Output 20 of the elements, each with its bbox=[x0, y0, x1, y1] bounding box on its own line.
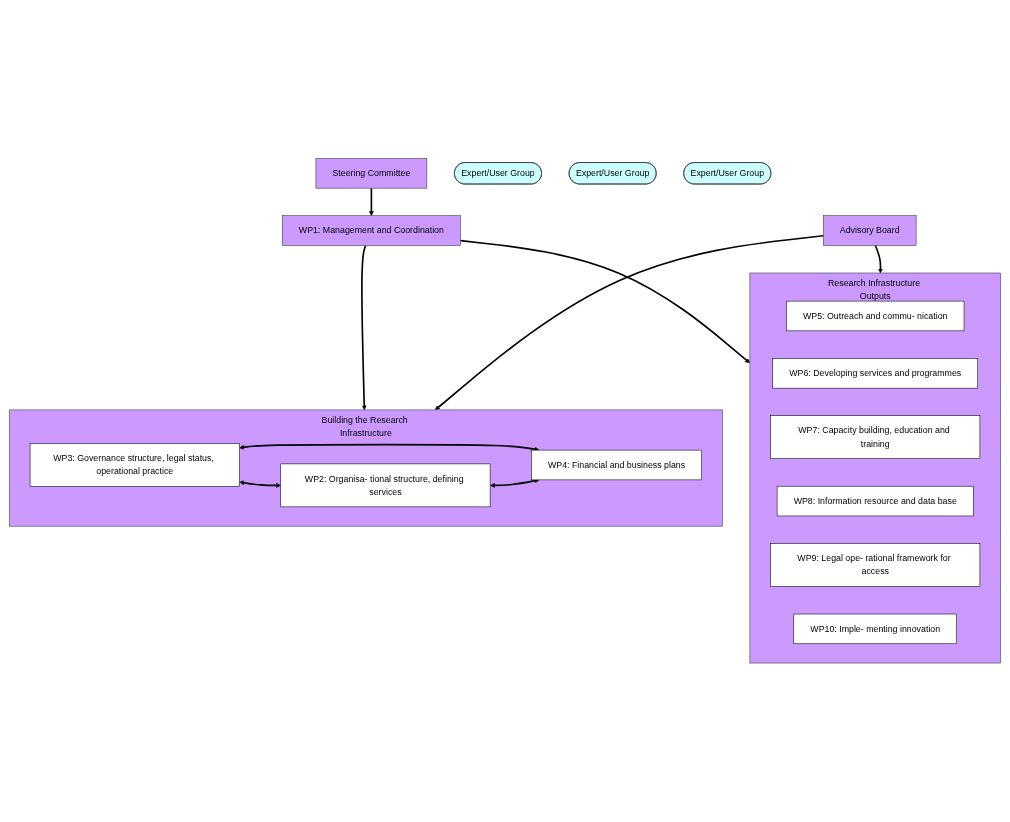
node-box: WP8: Information resource and data base bbox=[776, 486, 974, 517]
arrow bbox=[239, 480, 281, 489]
arrow bbox=[435, 235, 825, 411]
arrow bbox=[490, 478, 540, 489]
node-box: WP10: Imple- menting innovation bbox=[793, 614, 957, 645]
node-box: Advisory Board bbox=[823, 215, 917, 246]
arrow bbox=[874, 244, 883, 274]
node-box: WP5: Outreach and commu- nication bbox=[786, 301, 965, 332]
node-box: WP3: Governance structure, legal status, operational practice bbox=[29, 443, 240, 488]
node-box: WP1: Management and Coordination bbox=[282, 215, 461, 246]
arrow bbox=[361, 244, 367, 411]
arrow bbox=[368, 187, 374, 217]
node-box: WP2: Organisa- tional structure, defining services bbox=[280, 463, 491, 508]
node-box: WP7: Capacity building, education and training bbox=[770, 415, 981, 460]
node-box: WP4: Financial and business plans bbox=[531, 450, 702, 481]
node-box: WP9: Legal ope- rational framework for access bbox=[770, 543, 981, 588]
arrow bbox=[239, 444, 540, 452]
arrow bbox=[459, 240, 751, 364]
node-box: WP6: Developing services and programmes bbox=[772, 358, 978, 389]
node-box: Steering Committee bbox=[315, 158, 428, 189]
